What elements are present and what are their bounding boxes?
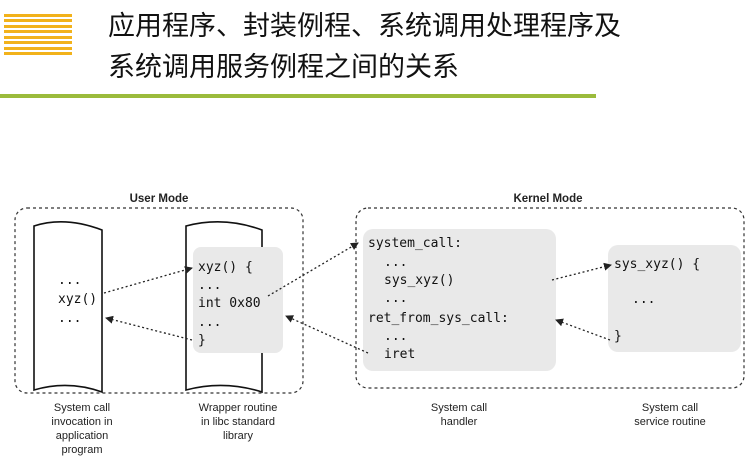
wrapper-code-line-5: } [198, 333, 206, 348]
caption-wrapper-line-2: in libc standard [201, 416, 275, 428]
handler-code-line-2: ... [384, 255, 407, 270]
service-code-line-1: sys_xyz() { [614, 257, 700, 272]
handler-code-line-4: ... [384, 291, 407, 306]
app-code-line-2: xyz() [58, 292, 97, 307]
caption-app-line-1: System call [54, 402, 110, 414]
service-code-panel [608, 245, 741, 352]
handler-code-line-1: system_call: [368, 236, 462, 251]
handler-code-panel [363, 229, 556, 371]
handler-code-line-6: ... [384, 329, 407, 344]
wrapper-code-line-4: ... [198, 315, 221, 330]
handler-code-line-3: sys_xyz() [384, 273, 454, 288]
handler-code-line-5: ret_from_sys_call: [368, 311, 509, 326]
app-code-line-1: ... [58, 273, 81, 288]
arrow-call-wrapper [103, 266, 193, 294]
user-mode-label: User Mode [130, 193, 189, 205]
caption-handler-line-1: System call [431, 402, 487, 414]
handler-code-line-7: iret [384, 347, 415, 362]
app-program-page [33, 221, 103, 394]
slide-title: 应用程序、封装例程、系统调用处理程序及 系统调用服务例程之间的关系 [108, 6, 748, 88]
service-code-line-3: } [614, 329, 622, 344]
title-line-2: 系统调用服务例程之间的关系 [108, 52, 459, 83]
wrapper-code-panel [193, 247, 283, 353]
arrow-iret-wrapper [285, 315, 369, 354]
arrow-trap-handler [267, 242, 359, 297]
caption-app-line-3: application [56, 430, 109, 442]
logo-icon [4, 14, 72, 55]
user-mode-box [14, 207, 304, 394]
kernel-mode-box [355, 207, 745, 389]
app-code-line-3: ... [58, 311, 81, 326]
arrow-return-handler [555, 318, 611, 341]
arrow-return-app [105, 315, 193, 341]
caption-app-line-4: program [62, 444, 103, 456]
caption-wrapper-line-1: Wrapper routine [199, 402, 278, 414]
wrapper-code-line-1: xyz() { [198, 260, 253, 275]
caption-handler-line-2: handler [441, 416, 478, 428]
caption-wrapper-line-3: library [223, 430, 253, 442]
wrapper-code-line-3: int 0x80 [198, 296, 261, 311]
caption-service-line-2: service routine [634, 416, 706, 428]
arrow-call-service [551, 262, 612, 281]
kernel-mode-label: Kernel Mode [513, 193, 582, 205]
caption-app-line-2: invocation in [51, 416, 112, 428]
title-rule [0, 94, 596, 98]
wrapper-code-line-2: ... [198, 278, 221, 293]
title-line-1: 应用程序、封装例程、系统调用处理程序及 [108, 11, 621, 42]
service-code-line-2: ... [632, 292, 655, 307]
caption-service-line-1: System call [642, 402, 698, 414]
